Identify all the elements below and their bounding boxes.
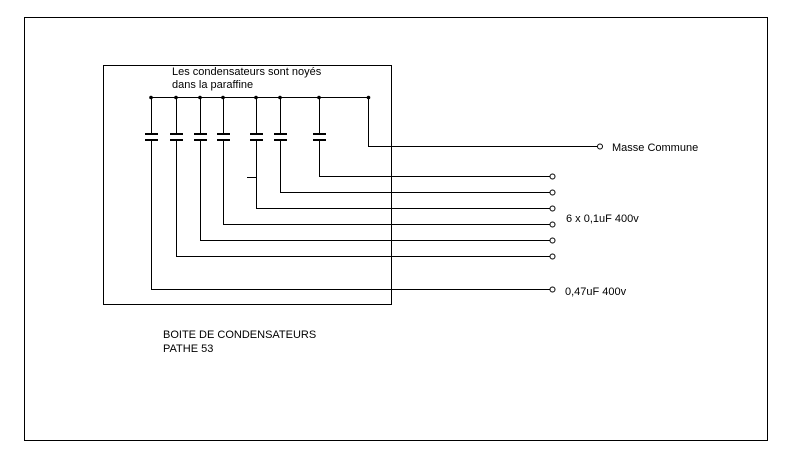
capacitor-3 [217, 98, 550, 225]
capacitor-6 [313, 98, 550, 177]
terminal-6 [549, 253, 556, 260]
capacitor-5 [274, 98, 550, 193]
ground-label: Masse Commune [612, 142, 698, 154]
terminal-0-47uf [549, 286, 556, 293]
terminal-2 [549, 189, 556, 196]
terminal-5 [549, 237, 556, 244]
terminal-ground [597, 143, 603, 150]
outer-frame [24, 17, 768, 441]
capacitor-box [103, 65, 392, 305]
small-caps-label: 6 x 0,1uF 400v [566, 213, 639, 225]
capacitor-2 [194, 98, 550, 241]
capacitor-1 [170, 98, 550, 257]
title-line-2: PATHE 53 [163, 343, 213, 355]
capacitor-4 [247, 98, 550, 209]
title-line-1: BOITE DE CONDENSATEURS [163, 329, 316, 341]
note-line-2: dans la paraffine [172, 79, 253, 91]
capacitor-0-47uf [145, 98, 550, 290]
terminal-4 [549, 221, 556, 228]
note-line-1: Les condensateurs sont noyés [172, 66, 322, 78]
big-cap-label: 0,47uF 400v [565, 286, 627, 298]
common-bus [149, 95, 597, 147]
terminal-1 [549, 173, 556, 180]
terminal-3 [549, 205, 556, 212]
